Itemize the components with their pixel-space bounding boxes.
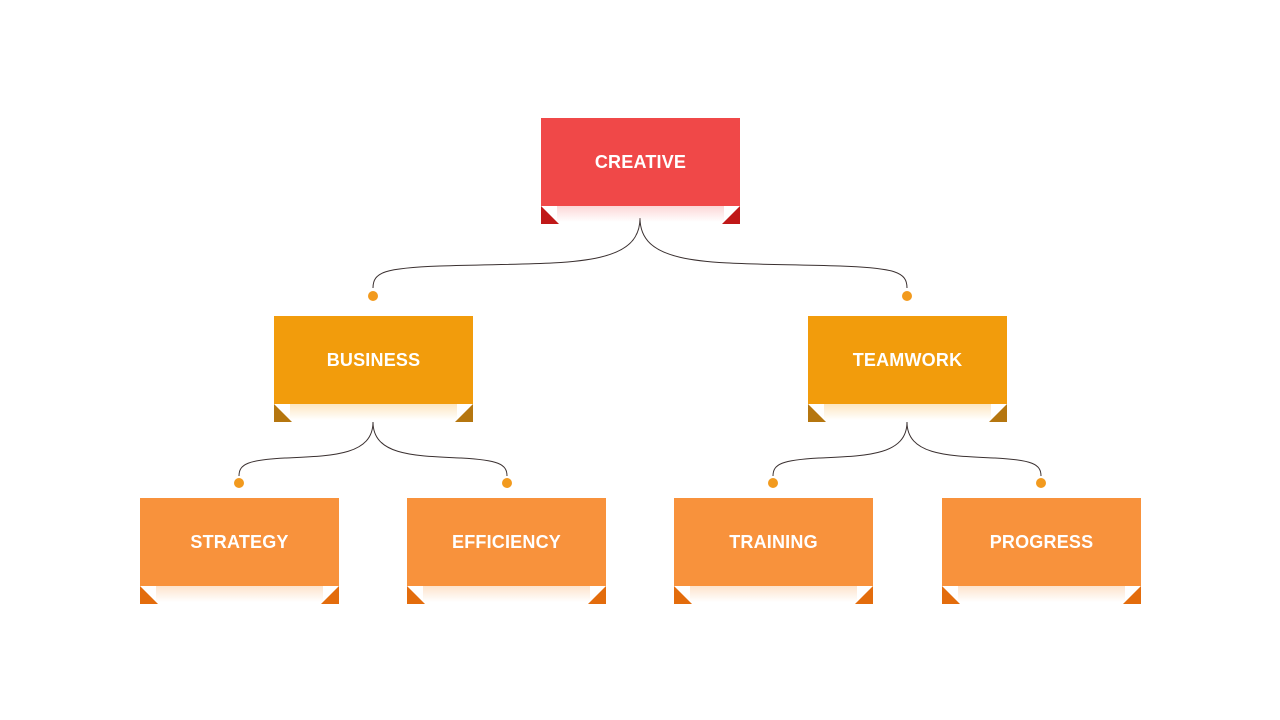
ribbon-fold-right xyxy=(570,586,606,604)
ribbon-fold-left xyxy=(674,586,710,604)
connector-dot-progress xyxy=(1036,478,1046,488)
connector-business-strategy xyxy=(238,421,374,477)
ribbon-fold-left xyxy=(140,586,176,604)
node-training: TRAINING xyxy=(674,498,873,604)
connector-creative-business xyxy=(372,217,641,289)
ribbon-fold-left xyxy=(808,404,844,422)
node-teamwork: TEAMWORK xyxy=(808,316,1007,422)
connector-teamwork-progress xyxy=(906,421,1042,477)
node-label-teamwork: TEAMWORK xyxy=(852,349,963,370)
node-card: EFFICIENCY xyxy=(407,498,606,586)
connector-dot-strategy xyxy=(234,478,244,488)
ribbon-fold-right xyxy=(837,586,873,604)
node-shadow xyxy=(290,404,457,420)
connector-dot-training xyxy=(768,478,778,488)
ribbon-fold-left xyxy=(274,404,310,422)
node-card: TEAMWORK xyxy=(808,316,1007,404)
node-strategy: STRATEGY xyxy=(140,498,339,604)
node-label-creative: CREATIVE xyxy=(594,151,687,172)
node-label-strategy: STRATEGY xyxy=(190,531,289,552)
ribbon-fold-right xyxy=(971,404,1007,422)
node-shadow xyxy=(423,586,590,602)
ribbon-fold-left xyxy=(407,586,443,604)
node-shadow xyxy=(824,404,991,420)
ribbon-fold-right xyxy=(437,404,473,422)
node-card: BUSINESS xyxy=(274,316,473,404)
connector-business-efficiency xyxy=(372,421,508,477)
connector-dot-teamwork xyxy=(902,291,912,301)
node-shadow xyxy=(958,586,1125,602)
node-business: BUSINESS xyxy=(274,316,473,422)
ribbon-fold-right xyxy=(1105,586,1141,604)
ribbon-fold-right xyxy=(303,586,339,604)
node-card: CREATIVE xyxy=(541,118,740,206)
node-efficiency: EFFICIENCY xyxy=(407,498,606,604)
node-label-efficiency: EFFICIENCY xyxy=(451,531,561,552)
connector-dot-business xyxy=(368,291,378,301)
connector-dot-efficiency xyxy=(502,478,512,488)
connector-teamwork-training xyxy=(772,421,908,477)
connector-creative-teamwork xyxy=(639,217,908,289)
ribbon-fold-left xyxy=(942,586,978,604)
node-creative: CREATIVE xyxy=(541,118,740,224)
node-progress: PROGRESS xyxy=(942,498,1141,604)
node-shadow xyxy=(690,586,857,602)
node-label-progress: PROGRESS xyxy=(989,531,1094,552)
node-shadow xyxy=(557,206,724,222)
node-shadow xyxy=(156,586,323,602)
node-card: STRATEGY xyxy=(140,498,339,586)
node-card: PROGRESS xyxy=(942,498,1141,586)
ribbon-fold-right xyxy=(704,206,740,224)
node-label-business: BUSINESS xyxy=(326,349,421,370)
ribbon-fold-left xyxy=(541,206,577,224)
node-label-training: TRAINING xyxy=(729,531,818,552)
node-card: TRAINING xyxy=(674,498,873,586)
